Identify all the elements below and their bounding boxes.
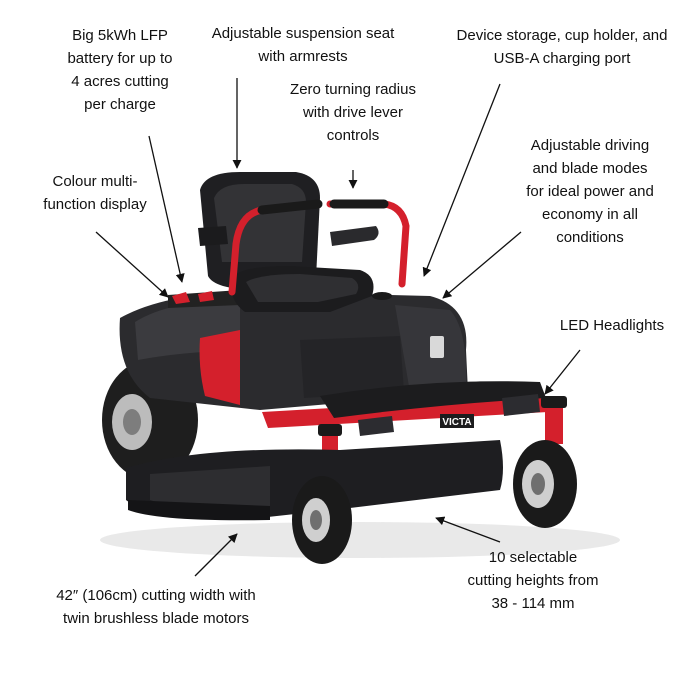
headlights-callout: LED Headlights bbox=[540, 314, 684, 337]
modes-callout-line: Adjustable driving bbox=[530, 137, 650, 154]
storage-callout: Device storage, cup holder, and USB-A ch… bbox=[436, 24, 688, 70]
battery-callout-line: battery for up to bbox=[67, 50, 173, 67]
cutting-width-callout-line: twin brushless blade motors bbox=[63, 610, 249, 627]
display-callout-line: function display bbox=[43, 196, 147, 213]
display-arrow bbox=[95, 231, 169, 298]
heights-callout: 10 selectable cutting heights from 38 - … bbox=[440, 546, 626, 615]
mower-image: VICTA bbox=[100, 172, 620, 564]
turning-callout-line: with drive lever bbox=[302, 104, 404, 121]
modes-callout-line: and blade modes bbox=[532, 160, 648, 177]
display-callout-line: Colour multi- bbox=[52, 173, 138, 190]
headlights-callout-line: LED Headlights bbox=[559, 317, 665, 334]
heights-callout-line: 10 selectable bbox=[488, 549, 578, 566]
battery-callout: Big 5kWh LFP battery for up to 4 acres c… bbox=[40, 24, 200, 116]
cutting-width-callout-line: 42″ (106cm) cutting width with bbox=[56, 587, 256, 604]
storage-arrow bbox=[422, 83, 501, 277]
turning-callout: Zero turning radius with drive lever con… bbox=[268, 78, 438, 147]
battery-callout-line: Big 5kWh LFP bbox=[72, 27, 168, 44]
callout-arrows bbox=[95, 78, 581, 577]
headlights-arrow bbox=[544, 349, 581, 395]
battery-callout-line: 4 acres cutting bbox=[71, 73, 169, 90]
seat-callout: Adjustable suspension seat with armrests bbox=[190, 22, 416, 68]
logo-plate bbox=[440, 414, 474, 428]
seat-callout-line: Adjustable suspension seat bbox=[211, 25, 395, 42]
battery-callout-line: per charge bbox=[84, 96, 156, 113]
turning-callout-line: Zero turning radius bbox=[290, 81, 416, 98]
turning-callout-line: controls bbox=[326, 127, 380, 144]
heights-callout-line: 38 - 114 mm bbox=[491, 595, 575, 612]
modes-callout-line: conditions bbox=[556, 229, 624, 246]
modes-arrow bbox=[442, 231, 522, 299]
cutting-width-callout: 42″ (106cm) cutting width with twin brus… bbox=[24, 584, 288, 630]
storage-callout-line: Device storage, cup holder, and bbox=[456, 27, 668, 44]
display-callout: Colour multi- function display bbox=[20, 170, 170, 216]
modes-callout-line: for ideal power and bbox=[526, 183, 654, 200]
heights-arrow bbox=[435, 516, 501, 543]
storage-callout-line: USB-A charging port bbox=[493, 50, 631, 67]
modes-callout: Adjustable driving and blade modes for i… bbox=[500, 134, 680, 249]
cutting-width-arrow bbox=[194, 533, 238, 577]
brand-logo: VICTA bbox=[442, 417, 471, 428]
modes-callout-line: economy in all bbox=[542, 206, 638, 223]
heights-callout-line: cutting heights from bbox=[467, 572, 599, 589]
battery-arrow bbox=[148, 135, 185, 283]
seat-callout-line: with armrests bbox=[258, 48, 348, 65]
